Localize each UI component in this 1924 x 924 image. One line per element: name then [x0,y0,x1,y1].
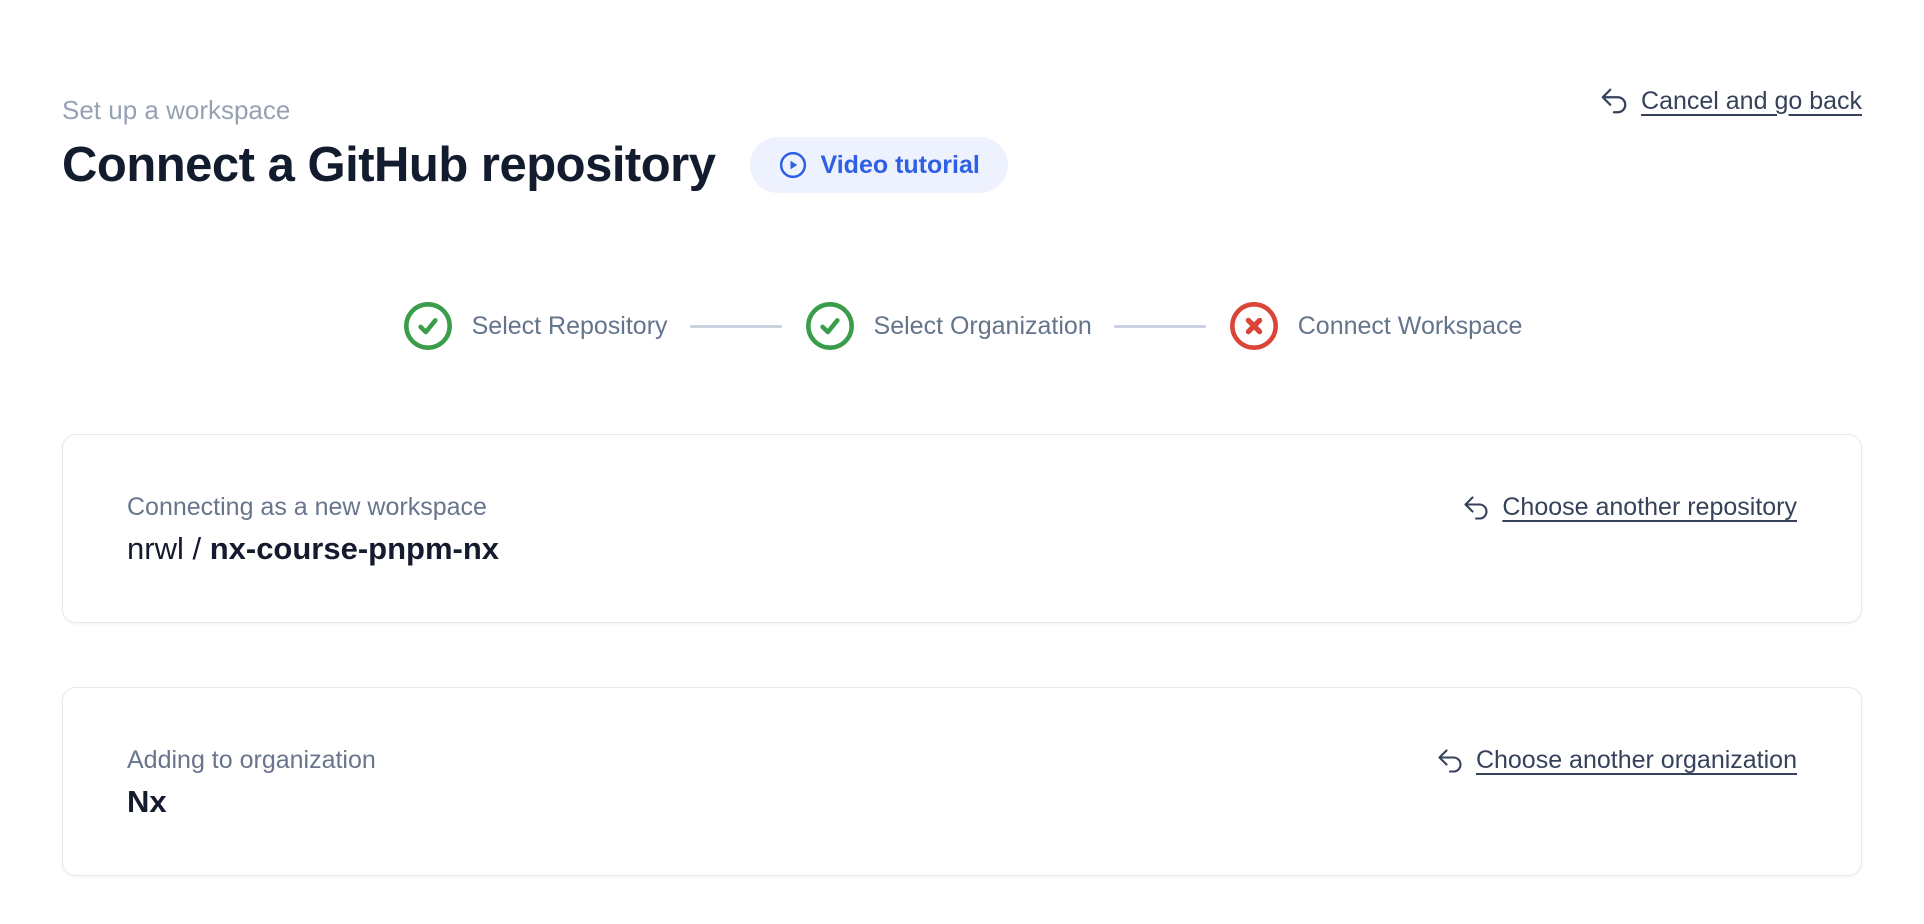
step-label: Connect Workspace [1297,311,1523,340]
organization-card: Adding to organization Nx Choose another… [62,687,1862,876]
repository-card-info: Connecting as a new workspace nrwl / nx-… [127,491,499,568]
repository-full-name: nrwl / nx-course-pnpm-nx [127,530,499,568]
step-select-repository: Select Repository [402,300,668,352]
step-connect-workspace: Connect Workspace [1228,300,1523,352]
check-circle-icon [804,300,856,352]
eyebrow-text: Set up a workspace [62,95,291,125]
step-select-organization: Select Organization [804,300,1092,352]
video-tutorial-label: Video tutorial [820,150,980,179]
check-circle-icon [402,300,454,352]
arrow-uturn-left-icon [1436,747,1464,775]
choose-another-repository-label: Choose another repository [1502,493,1797,521]
repository-name: nx-course-pnpm-nx [209,531,500,566]
play-circle-icon [778,150,808,180]
choose-another-organization-link[interactable]: Choose another organization [1436,746,1797,775]
choose-another-organization-label: Choose another organization [1475,746,1797,774]
organization-card-label: Adding to organization [127,746,376,774]
arrow-uturn-left-icon [1599,86,1629,116]
cancel-and-go-back-link[interactable]: Cancel and go back [1599,86,1862,116]
repository-card-label: Connecting as a new workspace [127,493,487,521]
repository-owner: nrwl / [127,531,210,566]
page-title: Connect a GitHub repository [62,138,716,192]
step-connector [1113,324,1206,328]
setup-workspace-page: Set up a workspace Connect a GitHub repo… [0,87,1924,876]
page-header: Set up a workspace Connect a GitHub repo… [62,87,1862,196]
step-label: Select Organization [873,311,1092,340]
arrow-uturn-left-icon [1462,494,1490,522]
repository-card: Connecting as a new workspace nrwl / nx-… [62,434,1862,623]
step-label: Select Repository [471,311,668,340]
organization-name: Nx [127,784,167,819]
organization-card-info: Adding to organization Nx [127,744,376,821]
x-circle-icon [1228,300,1280,352]
title-row: Connect a GitHub repository Video tutori… [62,134,1008,196]
choose-another-repository-link[interactable]: Choose another repository [1462,493,1797,522]
header-left: Set up a workspace Connect a GitHub repo… [62,94,1008,196]
cancel-link-label: Cancel and go back [1641,86,1862,115]
progress-stepper: Select Repository Select Organization Co… [62,300,1862,352]
video-tutorial-button[interactable]: Video tutorial [749,137,1008,193]
step-connector [689,324,782,328]
